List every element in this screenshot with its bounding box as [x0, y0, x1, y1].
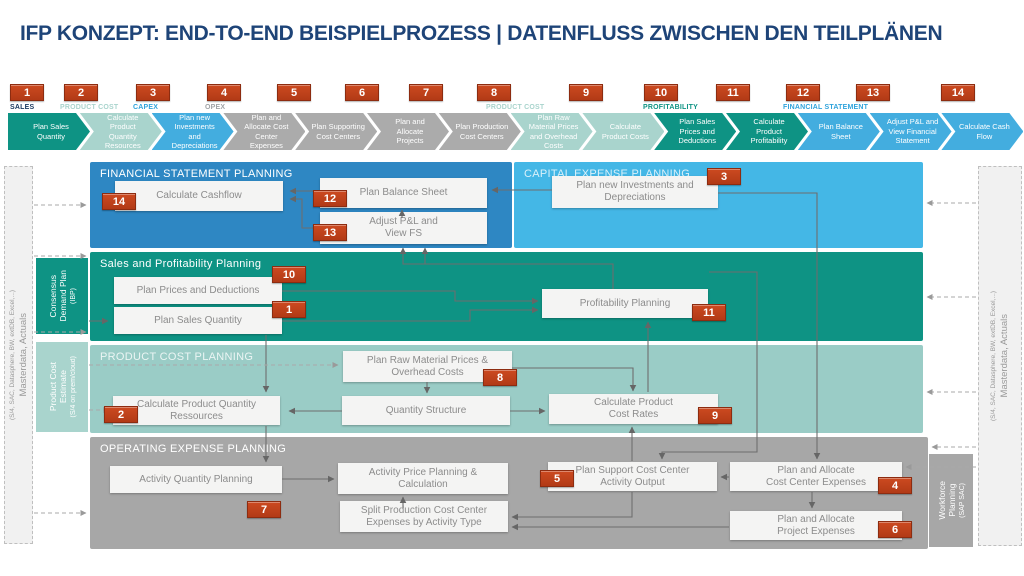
step-badge-9: 9	[569, 84, 603, 101]
masterdata-actuals-right: (S/4, SAC, Datasphere, BW, extDB, Excel,…	[978, 166, 1022, 546]
panel-sales-profitability-planning: Sales and Profitability Planning Plan Pr…	[90, 252, 923, 341]
box-badge-12: 12	[313, 190, 347, 207]
category-label-financial: FINANCIAL STATEMENT	[783, 104, 869, 111]
step-badge-5: 5	[277, 84, 311, 101]
box-adjust-pl-view-fs: Adjust P&L and View FS	[320, 212, 487, 244]
box-plan-new-investments: Plan new Investments and Depreciations	[552, 176, 718, 208]
box-calculate-product-quantity-ressources: Calculate Product Quantity Ressources	[113, 396, 280, 425]
step-badge-10: 10	[644, 84, 678, 101]
box-plan-sales-quantity: Plan Sales Quantity	[114, 307, 282, 334]
box-badge-7: 7	[247, 501, 281, 518]
chevron-step-13: Adjust P&L and View Financial Statement	[869, 113, 952, 150]
category-label-profitability: PROFITABILITY	[643, 104, 698, 111]
masterdata-right-sources: (S/4, SAC, Datasphere, BW, extDB, Excel,…	[990, 290, 997, 422]
workforce-title: Workforce Planning	[936, 481, 957, 520]
step-badge-13: 13	[856, 84, 890, 101]
panel-product-cost-planning: PRODUCT COST PLANNING Plan Raw Material …	[90, 345, 923, 433]
panel-sales-header: Sales and Profitability Planning	[100, 258, 262, 270]
chevron-step-11: Calculate Product Profitability	[726, 113, 808, 150]
box-badge-5: 5	[540, 470, 574, 487]
category-label-sales: SALES	[10, 104, 35, 111]
box-quantity-structure: Quantity Structure	[342, 396, 510, 425]
step-badge-7: 7	[409, 84, 443, 101]
masterdata-actuals-left: (S/4, SAC, Datasphere, BW, extDB, Excel,…	[4, 166, 33, 544]
box-calculate-cashflow: Calculate Cashflow	[115, 181, 283, 211]
chevron-step-4: Plan and Allocate Cost Center Expenses	[223, 113, 306, 150]
panel-financial-header: FINANCIAL STATEMENT PLANNING	[100, 168, 293, 180]
box-plan-prices-deductions: Plan Prices and Deductions	[114, 277, 282, 304]
step-badge-12: 12	[786, 84, 820, 101]
box-plan-allocate-project-expenses: Plan and Allocate Project Expenses	[730, 511, 902, 540]
step-badge-1: 1	[10, 84, 44, 101]
box-badge-6: 6	[878, 521, 912, 538]
chevron-step-9: Calculate Product Costs	[582, 113, 665, 150]
category-label-productcost2: PRODUCT COST	[486, 104, 545, 111]
box-badge-11: 11	[692, 304, 726, 321]
box-profitability-planning: Profitability Planning	[542, 289, 708, 318]
box-badge-13: 13	[313, 224, 347, 241]
step-badge-3: 3	[136, 84, 170, 101]
box-plan-support-cost-center: Plan Support Cost Center Activity Output	[548, 462, 717, 491]
consensus-sub: (IBP)	[69, 288, 77, 304]
chevron-step-14: Calculate Cash Flow	[941, 113, 1024, 150]
consensus-demand-plan-label: Consensus Demand Plan (IBP)	[36, 258, 88, 334]
box-calculate-product-cost-rates: Calculate Product Cost Rates	[549, 394, 718, 424]
box-activity-quantity-planning: Activity Quantity Planning	[110, 466, 282, 493]
masterdata-right-title: Masterdata, Actuals	[999, 314, 1010, 398]
chevron-step-5: Plan Supporting Cost Centers	[295, 113, 378, 150]
box-split-production-cost-center: Split Production Cost Center Expenses by…	[340, 501, 508, 532]
chevron-step-8: Plan Raw Material Prices and Overhead Co…	[510, 113, 593, 150]
workforce-planning-label: Workforce Planning (SAP SAC)	[929, 454, 973, 547]
box-badge-1: 1	[272, 301, 306, 318]
pce-title: Product Cost Estimate	[47, 362, 68, 412]
box-plan-allocate-cost-center-expenses: Plan and Allocate Cost Center Expenses	[730, 462, 902, 491]
chevron-step-10: Plan Sales Prices and Deductions	[654, 113, 737, 150]
panel-capital-expense-planning: CAPITAL EXPENSE PLANNING Plan new Invest…	[514, 162, 923, 248]
panel-financial-statement-planning: FINANCIAL STATEMENT PLANNING Calculate C…	[90, 162, 512, 248]
box-badge-4: 4	[878, 477, 912, 494]
box-plan-balance-sheet: Plan Balance Sheet	[320, 178, 487, 208]
category-label-opex: OPEX	[205, 104, 226, 111]
step-badge-14: 14	[941, 84, 975, 101]
chevron-step-2: Calculate Product Quantity Resources	[79, 113, 162, 150]
box-badge-14: 14	[102, 193, 136, 210]
box-badge-10: 10	[272, 266, 306, 283]
step-badge-2: 2	[64, 84, 98, 101]
panel-operating-header: OPERATING EXPENSE PLANNING	[100, 443, 287, 455]
chevron-step-6: Plan and Allocate Projects	[367, 113, 449, 150]
chevron-step-7: Plan Production Cost Centers	[438, 113, 521, 150]
step-badge-4: 4	[207, 84, 241, 101]
masterdata-left-title: Masterdata, Actuals	[17, 313, 29, 397]
category-label-productcost: PRODUCT COST	[60, 104, 119, 111]
box-badge-8: 8	[483, 369, 517, 386]
workforce-sub: (SAP SAC)	[958, 483, 966, 518]
box-badge-9: 9	[698, 407, 732, 424]
step-badge-11: 11	[716, 84, 750, 101]
chevron-step-12: Plan Balance Sheet	[797, 113, 880, 150]
slide-title: IFP KONZEPT: END-TO-END BEISPIELPROZESS …	[20, 22, 943, 45]
chevron-step-1: Plan Sales Quantity	[8, 113, 90, 150]
pce-sub: (S/4 on prem/cloud)	[69, 356, 77, 418]
box-badge-2: 2	[104, 406, 138, 423]
masterdata-left-sources: (S/4, SAC, Datasphere, BW, extDB, Excel,…	[8, 289, 16, 421]
step-badge-8: 8	[477, 84, 511, 101]
consensus-title: Consensus Demand Plan	[47, 270, 68, 322]
box-activity-price-planning: Activity Price Planning & Calculation	[338, 463, 508, 494]
panel-operating-expense-planning: OPERATING EXPENSE PLANNING Activity Quan…	[90, 437, 928, 549]
panel-product-header: PRODUCT COST PLANNING	[100, 351, 254, 363]
category-label-capex: CAPEX	[133, 104, 159, 111]
chevron-step-3: Plan new Investments and Depreciations	[151, 113, 234, 150]
box-badge-3: 3	[707, 168, 741, 185]
product-cost-estimate-label: Product Cost Estimate (S/4 on prem/cloud…	[36, 342, 88, 432]
step-badge-6: 6	[345, 84, 379, 101]
